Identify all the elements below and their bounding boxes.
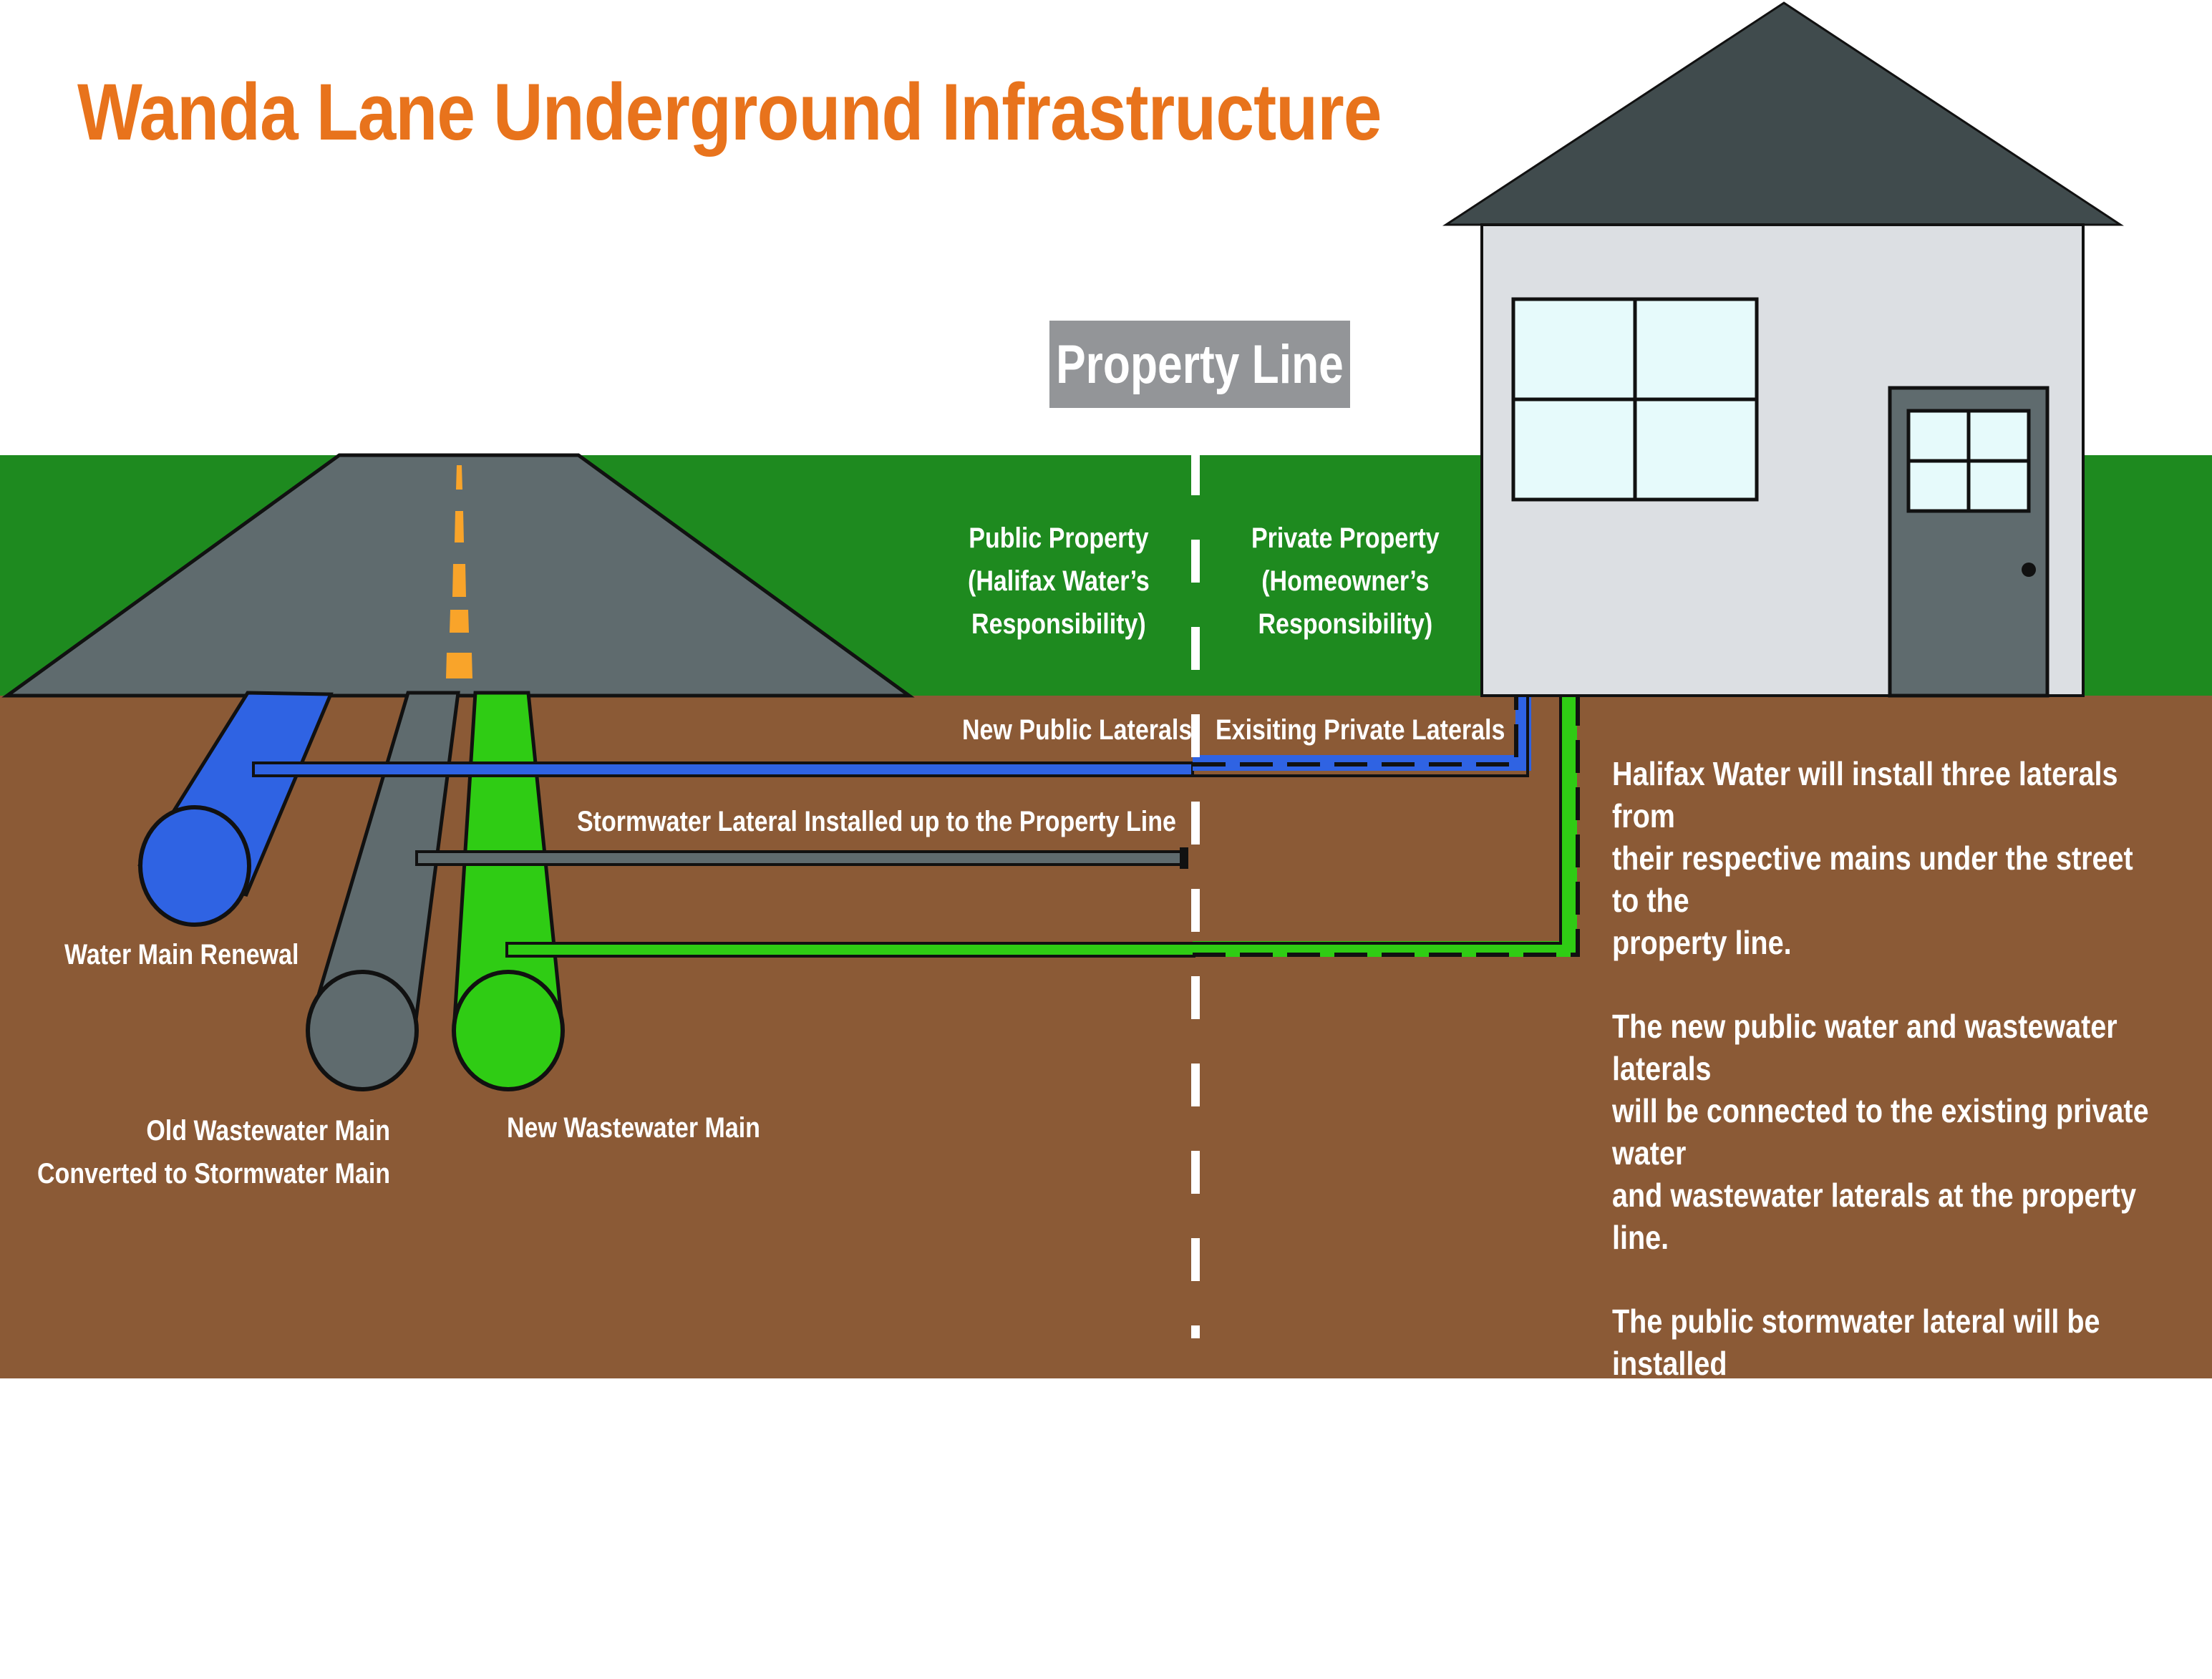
old-wastewater-main-label: Old Wastewater Main Converted to Stormwa… (37, 1109, 390, 1195)
private-property-label: Private Property (Homeowner’s Responsibi… (1251, 517, 1440, 646)
info-p1-line3: property line. (1612, 924, 1792, 961)
water-lateral (252, 696, 1531, 777)
wastewater-lateral (505, 696, 1580, 958)
public-property-line1: Public Property (969, 522, 1149, 554)
info-p4-line1: Halifax Water will not be replacing the … (1612, 1471, 2121, 1550)
old-wastewater-main-pipe (306, 691, 460, 1091)
info-text-block: Halifax Water will install three lateral… (1612, 753, 2166, 1679)
public-property-line2: (Halifax Water’s (968, 565, 1150, 597)
water-main-label: Water Main Renewal (64, 939, 299, 970)
info-paragraph-4: Halifax Water will not be replacing the … (1612, 1469, 2166, 1637)
info-p4-line2: sections of any laterals as part of this… (1612, 1555, 2119, 1635)
door-knob (2022, 563, 2036, 577)
stormwater-lateral (415, 847, 1188, 869)
house-door (1888, 386, 2050, 698)
private-property-line3: Responsibility) (1258, 608, 1433, 640)
page-title: Wanda Lane Underground Infrastructure (77, 67, 1382, 157)
existing-private-laterals-label: Exisiting Private Laterals (1216, 714, 1505, 746)
house-window (1511, 297, 1759, 502)
private-property-line2: (Homeowner’s (1261, 565, 1430, 597)
info-p2-line3: and wastewater laterals at the property … (1612, 1177, 2137, 1256)
info-p3-line2: up to the property line. (1612, 1387, 1919, 1424)
info-p1-line2: their respective mains under the street … (1612, 840, 2133, 919)
new-public-laterals-label: New Public Laterals (962, 714, 1193, 746)
property-line-label: Property Line (1049, 321, 1350, 408)
public-property-label: Public Property (Halifax Water’s Respons… (968, 517, 1150, 646)
road-center-stripes (446, 465, 472, 678)
info-p3-line1: The public stormwater lateral will be in… (1612, 1303, 2100, 1382)
property-line-text: Property Line (1056, 334, 1344, 395)
old-wastewater-line1: Old Wastewater Main (146, 1115, 391, 1147)
info-p2-line2: will be connected to the existing privat… (1612, 1092, 2149, 1172)
info-p1-line1: Halifax Water will install three lateral… (1612, 755, 2118, 834)
infrastructure-diagram (0, 1, 2212, 1378)
info-paragraph-2: The new public water and wastewater late… (1612, 1006, 2166, 1259)
info-paragraph-1: Halifax Water will install three lateral… (1612, 753, 2166, 964)
house (1442, 1, 2124, 698)
public-property-line3: Responsibility) (971, 608, 1146, 640)
info-p2-line1: The new public water and wastewater late… (1612, 1008, 2118, 1087)
private-property-line1: Private Property (1251, 522, 1440, 554)
info-paragraph-3: The public stormwater lateral will be in… (1612, 1300, 2166, 1427)
old-wastewater-line2: Converted to Stormwater Main (37, 1158, 391, 1189)
water-main-pipe (137, 691, 334, 927)
stormwater-lateral-label: Stormwater Lateral Installed up to the P… (577, 806, 1176, 837)
new-wastewater-main-label: New Wastewater Main (507, 1112, 760, 1144)
